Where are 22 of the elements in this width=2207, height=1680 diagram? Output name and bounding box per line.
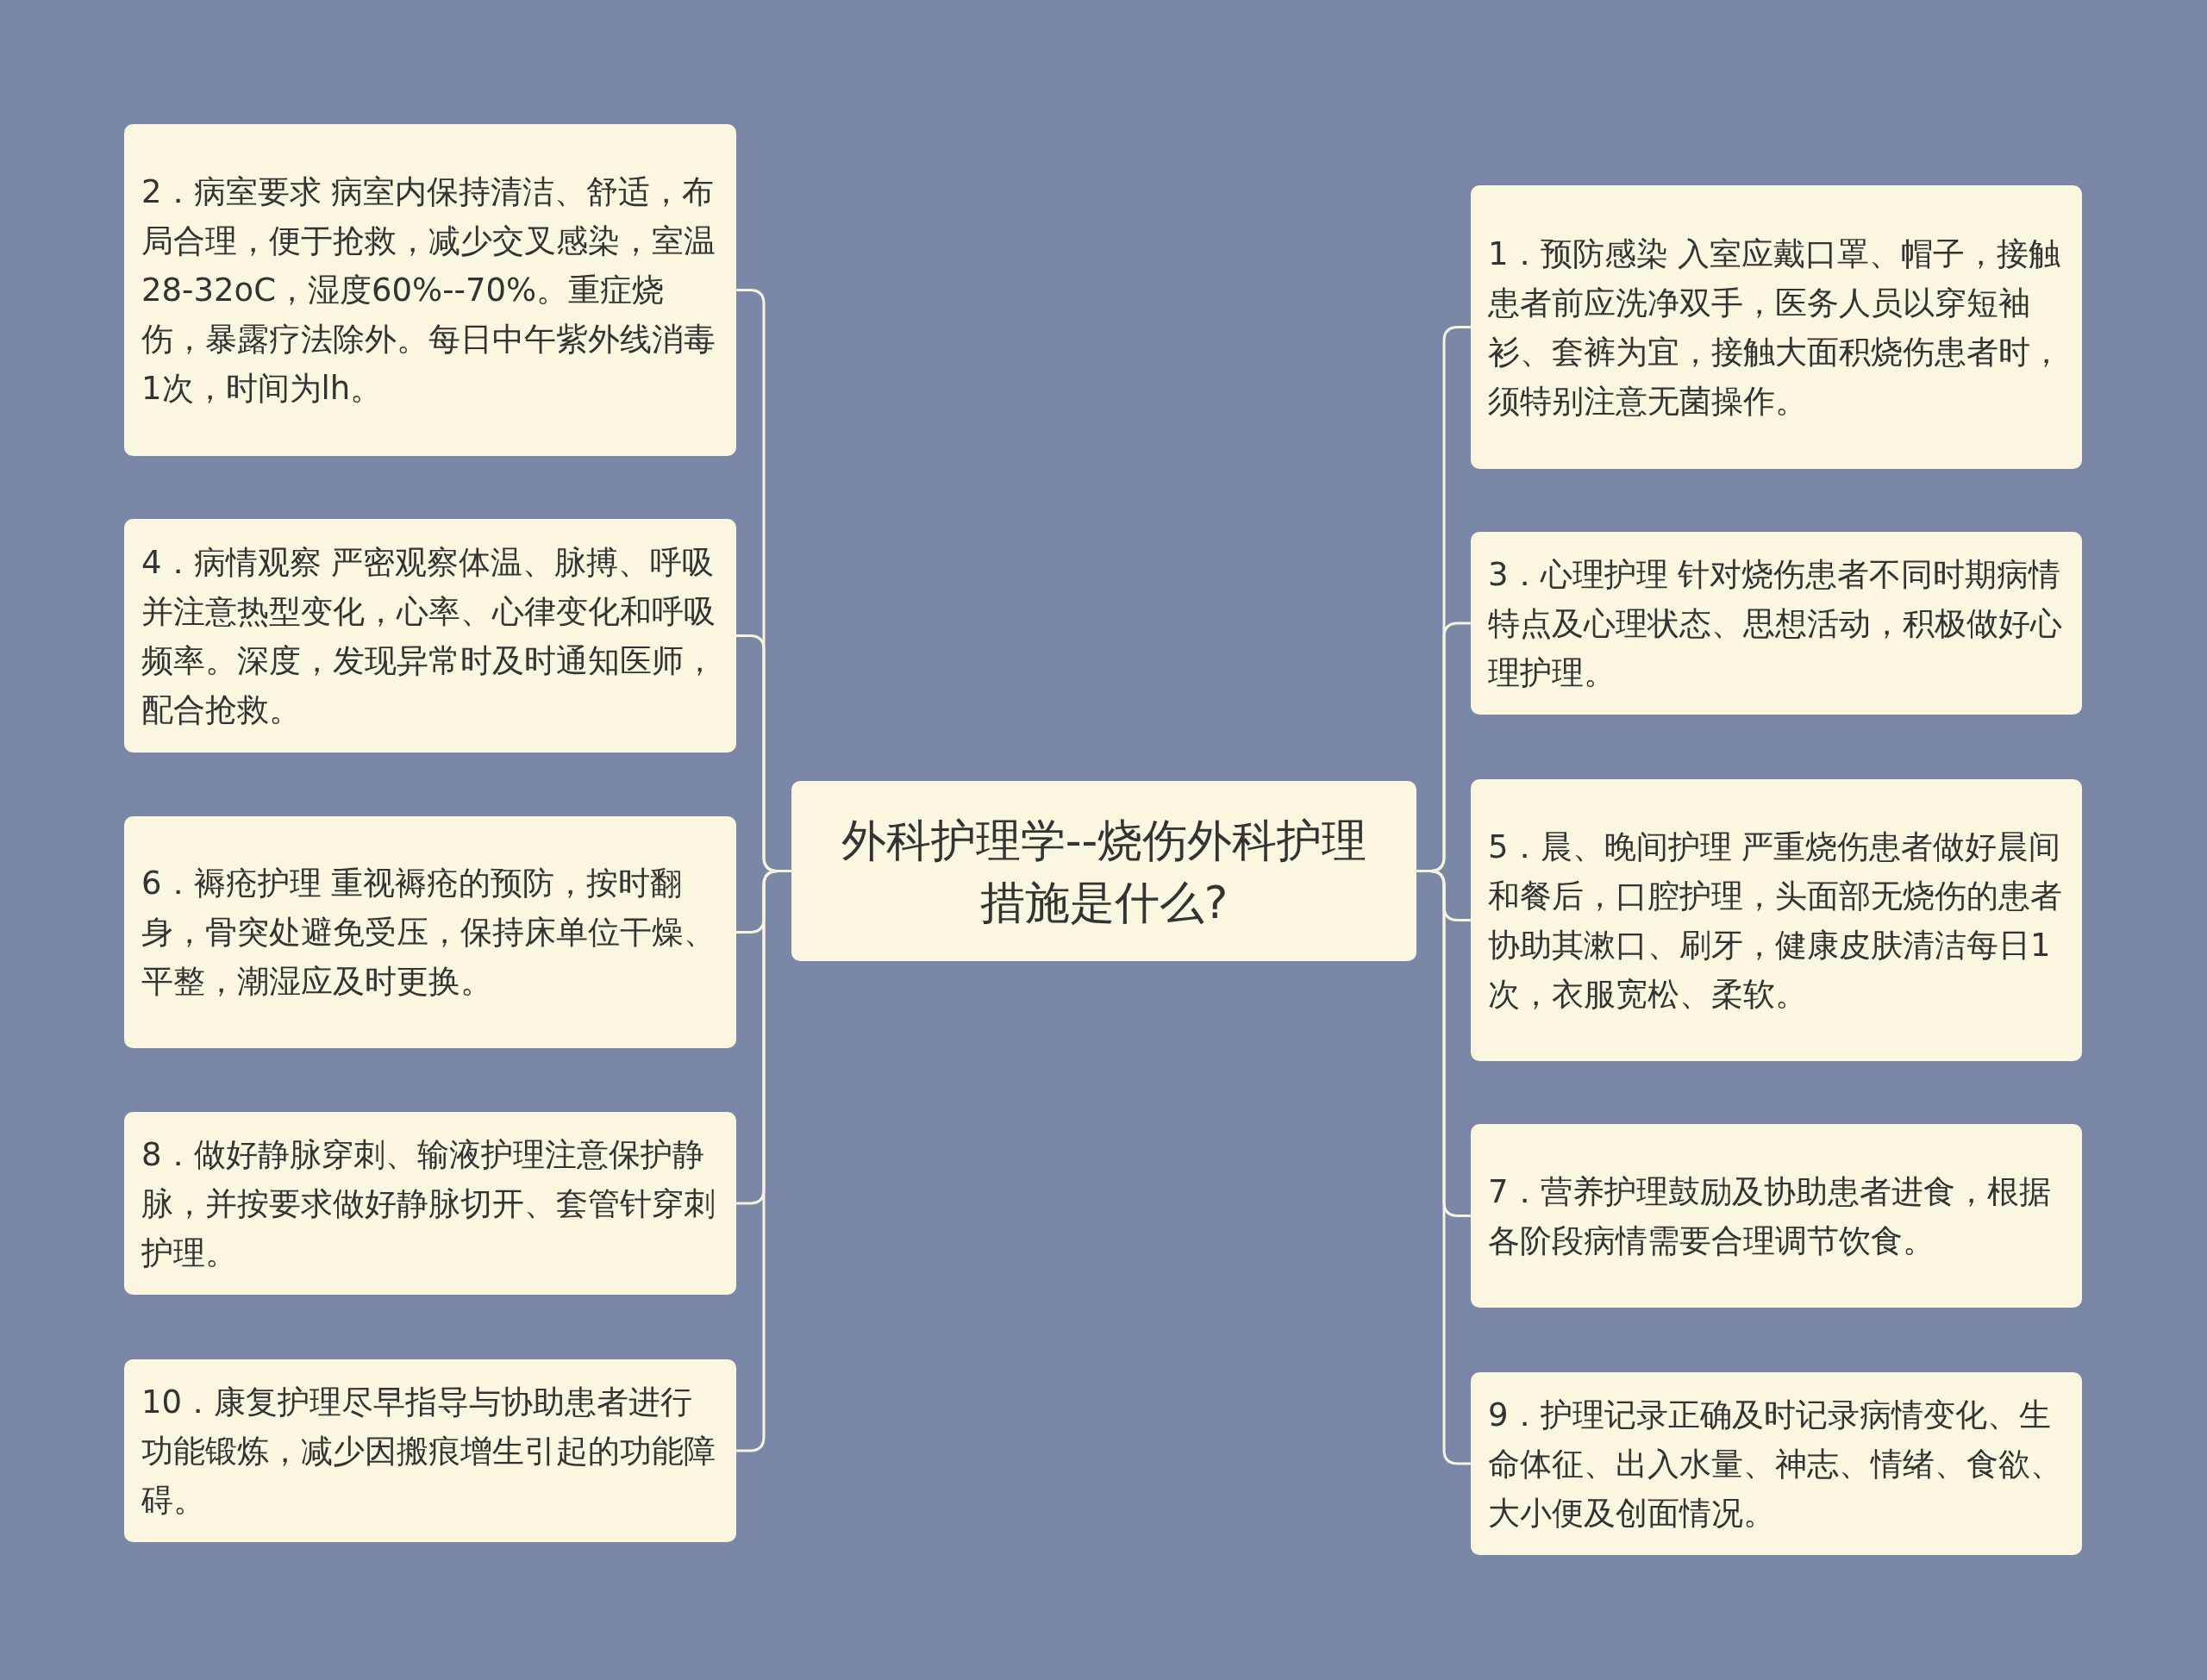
topic-text: 5．晨、晚间护理 严重烧伤患者做好晨间和餐后，口腔护理，头面部无烧伤的患者协助其漱口、刷牙，健康皮肤清洁每日1次，衣服宽松、柔软。 [1487, 827, 2063, 1015]
topic-text: 6．褥疮护理 重视褥疮的预防，按时翻身，骨突处避免受压，保持床单位干燥、平整，潮湿应及时更换。 [141, 864, 716, 1002]
topic-text: 8．做好静脉穿刺、输液护理注意保护静脉，并按要求做好静脉切开、套管针穿刺护理。 [141, 1134, 716, 1273]
topic-text: 2．病室要求 病室内保持清洁、舒适，布局合理，便于抢救，减少交叉感染，室温28-32oC，湿度60%--70%。重症烧伤，暴露疗法除外。每日中午紫外线消毒1次，时间为lh。 [141, 172, 716, 409]
central-topic-text: 外科护理学--烧伤外科护理措施是什么? [840, 813, 1368, 930]
topic-text: 4．病情观察 严密观察体温、脉搏、呼吸并注意热型变化，心率、心律变化和呼吸频率。深度，发现异常时及时通知医师，配合抢救。 [141, 542, 716, 730]
topic-box [124, 124, 736, 456]
topic-box [124, 519, 736, 753]
topic-text: 7．营养护理鼓励及协助患者进食，根据各阶段病情需要合理调节饮食。 [1487, 1171, 2052, 1261]
topic-box [1471, 532, 2082, 715]
topic-text: 3．心理护理 针对烧伤患者不同时期病情特点及心理状态、思想活动，积极做好心理护理。 [1487, 554, 2063, 693]
topic-box [124, 816, 736, 1048]
topic-box [1471, 1124, 2082, 1308]
topic-text: 10．康复护理尽早指导与协助患者进行功能锻炼，减少因搬痕增生引起的功能障碍。 [141, 1382, 716, 1521]
topic-box [1471, 779, 2082, 1061]
topic-box [1471, 1372, 2082, 1555]
topic-text: 9．护理记录正确及时记录病情变化、生命体征、出入水量、神志、情绪、食欲、大小便及创面情况。 [1487, 1395, 2063, 1533]
topic-box [124, 1112, 736, 1295]
topic-box [1471, 185, 2082, 469]
central-topic-box [791, 781, 1416, 961]
topic-box [124, 1359, 736, 1542]
topic-text: 1．预防感染 入室应戴口罩、帽子，接触患者前应洗净双手，医务人员以穿短袖衫、套裤为宜，接触大面积烧伤患者时，须特别注意无菌操作。 [1487, 234, 2063, 422]
